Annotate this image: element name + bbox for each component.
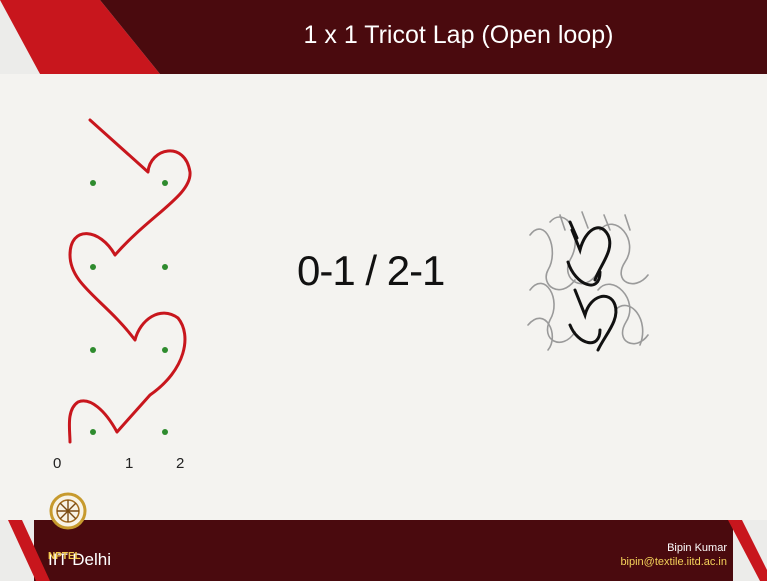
author-name: Bipin Kumar xyxy=(667,542,727,554)
needle-points xyxy=(90,180,168,435)
needle-label-1: 1 xyxy=(125,455,134,472)
author-credit: Bipin Kumar bipin@textile.iitd.ac.in xyxy=(527,541,727,569)
title-bar: 1 x 1 Tricot Lap (Open loop) xyxy=(0,0,767,74)
lapping-path xyxy=(67,118,192,444)
needle-label-2: 2 xyxy=(176,455,185,472)
nptel-logo-text: NPTEL xyxy=(48,551,81,562)
needle-label-0: 0 xyxy=(53,455,62,472)
nptel-logo-icon xyxy=(49,492,87,530)
institute-name: IIT Delhi xyxy=(48,550,111,569)
title-bar-accent xyxy=(0,0,160,74)
author-email: bipin@textile.iitd.ac.in xyxy=(620,556,727,568)
slide-title: 1 x 1 Tricot Lap (Open loop) xyxy=(303,21,614,49)
footer-accent xyxy=(8,520,767,581)
lapping-notation: 0-1 / 2-1 xyxy=(297,247,445,294)
footer-bar xyxy=(0,520,767,581)
